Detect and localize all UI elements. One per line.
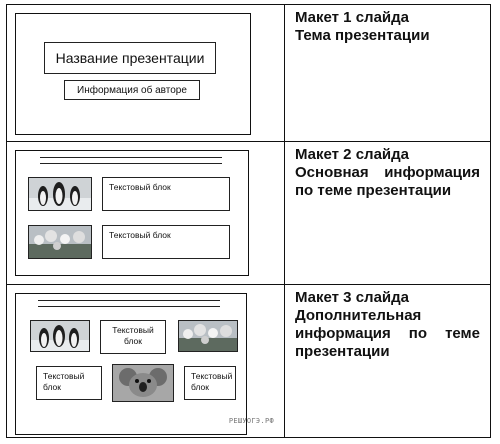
description-cell: Макет 1 слайда Тема презентации (284, 4, 491, 142)
desc-line: Основная информация (295, 164, 480, 181)
title-line (40, 157, 222, 158)
slide-2-thumbnail: Текстовый блок Текстовый блок (15, 150, 249, 276)
desc-line: Макет 2 слайда (295, 146, 409, 163)
title-line (40, 163, 222, 164)
table-row: Текстовый блок Текстовый блок (6, 284, 491, 438)
desc-line: презентации (295, 343, 390, 360)
text-block: Текстовый блок (184, 366, 236, 400)
text-block: Текстовый блок (36, 366, 102, 400)
slide-cell: Текстовый блок Текстовый блок (6, 141, 285, 285)
desc-line: Тема презентации (295, 27, 430, 44)
author-info-box: Информация об авторе (64, 80, 200, 100)
slide-2-description: Макет 2 слайда Основная информация по те… (285, 142, 490, 200)
title-line (38, 300, 220, 301)
slide-cell: Название презентации Информация об автор… (6, 4, 285, 142)
layout-table: Название презентации Информация об автор… (6, 4, 491, 438)
desc-line: Макет 3 слайда (295, 289, 409, 306)
flowers-image (178, 320, 238, 352)
watermark: РЕШУОГЭ.РФ (228, 417, 274, 425)
description-cell: Макет 2 слайда Основная информация по те… (284, 141, 491, 285)
desc-line: Дополнительная (295, 307, 422, 324)
title-line (38, 306, 220, 307)
flowers-image (28, 225, 92, 259)
penguins-image (30, 320, 90, 352)
koala-image (112, 364, 174, 402)
slide-3-thumbnail: Текстовый блок Текстовый блок (15, 293, 247, 435)
text-block: Текстовый блок (102, 225, 230, 259)
penguins-image (28, 177, 92, 211)
table-row: Текстовый блок Текстовый блок (6, 141, 491, 285)
slide-cell: Текстовый блок Текстовый блок (6, 284, 285, 438)
desc-line: по теме презентации (295, 182, 452, 199)
desc-line: информация по теме (295, 325, 480, 342)
text-block: Текстовый блок (100, 320, 166, 354)
text-block: Текстовый блок (102, 177, 230, 211)
presentation-title-box: Название презентации (44, 42, 216, 74)
description-cell: Макет 3 слайда Дополнительная информация… (284, 284, 491, 438)
table-row: Название презентации Информация об автор… (6, 4, 491, 142)
slide-1-description: Макет 1 слайда Тема презентации (285, 5, 490, 45)
desc-line: Макет 1 слайда (295, 9, 409, 26)
slide-1-thumbnail: Название презентации Информация об автор… (15, 13, 251, 135)
slide-3-description: Макет 3 слайда Дополнительная информация… (285, 285, 490, 361)
